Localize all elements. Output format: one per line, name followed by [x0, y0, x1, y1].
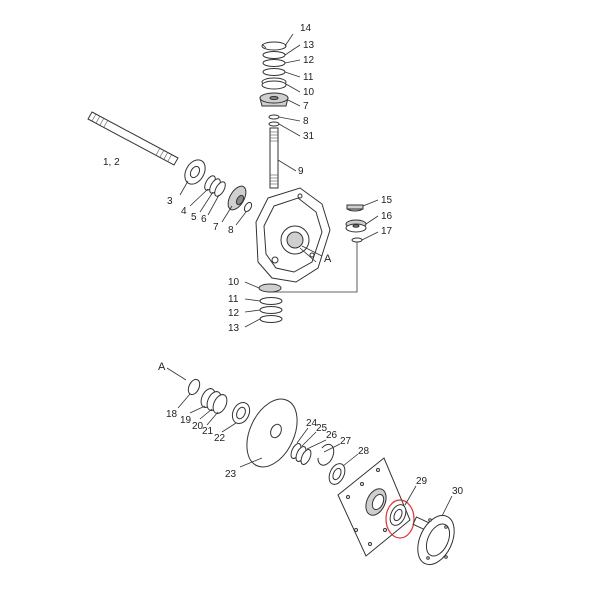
part-6-ring[interactable] — [213, 180, 228, 198]
part-23-disc[interactable] — [237, 391, 307, 475]
part-11-ring[interactable] — [262, 68, 286, 76]
part-11-lower-ring[interactable] — [259, 297, 283, 305]
part-7-gear[interactable] — [259, 92, 289, 107]
label-11: 11 — [303, 72, 314, 83]
part-flange-plate[interactable] — [337, 457, 411, 557]
label-18: 18 — [166, 409, 178, 420]
label-7: 7 — [303, 101, 309, 112]
label-10: 10 — [303, 87, 315, 98]
label-30: 30 — [452, 486, 464, 497]
label-20: 20 — [192, 421, 204, 432]
label-5: 5 — [191, 212, 197, 223]
label-26: 26 — [326, 430, 338, 441]
label-a-upper: A — [324, 253, 332, 265]
label-a-lower: A — [158, 361, 166, 373]
label-3: 3 — [167, 196, 173, 207]
part-27-snap-ring[interactable] — [317, 443, 335, 466]
part-15-cap[interactable] — [346, 204, 364, 212]
label-27: 27 — [340, 436, 352, 447]
part-17-o-ring[interactable] — [351, 237, 363, 243]
label-15: 15 — [381, 195, 393, 206]
gearbox-housing[interactable]: A — [255, 187, 332, 283]
part-8-washer[interactable] — [243, 201, 253, 213]
part-13-ring[interactable] — [262, 51, 286, 59]
part-22-bearing[interactable] — [229, 400, 253, 427]
part-29-bearing[interactable] — [387, 502, 409, 528]
part-3-bearing[interactable] — [181, 156, 210, 188]
label-17: 17 — [381, 226, 393, 237]
label-12: 12 — [303, 55, 315, 66]
label-29: 29 — [416, 476, 428, 487]
part-12-lower-ring[interactable] — [259, 306, 283, 314]
label-12-lower: 12 — [228, 308, 240, 319]
lower-assembly: A — [158, 361, 464, 571]
part-31-washer[interactable] — [268, 121, 280, 127]
part-12-ring[interactable] — [262, 59, 286, 67]
label-1-2: 1, 2 — [103, 157, 120, 168]
part-1-2-input-shaft[interactable] — [87, 111, 179, 166]
upper-shaft-stack: 14 13 12 11 10 7 8 31 9 — [259, 23, 315, 189]
part-21-ring[interactable] — [210, 392, 229, 415]
label-25: 25 — [316, 423, 328, 434]
label-13-lower: 13 — [228, 323, 240, 334]
label-21: 21 — [202, 426, 214, 437]
part-8-washer[interactable] — [268, 114, 280, 120]
lower-small-stack: 10 11 12 13 — [228, 277, 283, 334]
label-6: 6 — [201, 214, 207, 225]
label-7-input: 7 — [213, 222, 219, 233]
label-14: 14 — [300, 23, 312, 34]
label-11-lower: 11 — [228, 294, 239, 305]
part-28-bearing[interactable] — [326, 461, 348, 487]
part-14-snap-ring[interactable] — [261, 41, 287, 51]
part-13-lower-ring[interactable] — [259, 315, 283, 323]
part-7-bevel-gear[interactable] — [224, 183, 249, 213]
label-22: 22 — [214, 433, 226, 444]
part-16-bearing[interactable] — [345, 219, 367, 233]
part-26-ring[interactable] — [299, 448, 313, 466]
label-9: 9 — [298, 166, 304, 177]
highlight-circle-29 — [385, 499, 415, 539]
input-shaft-assembly: 1, 2 3 4 5 6 7 8 — [87, 111, 253, 236]
label-31: 31 — [303, 131, 315, 142]
part-10-lower-bearing[interactable] — [258, 283, 282, 293]
label-28: 28 — [358, 446, 370, 457]
label-24: 24 — [306, 418, 318, 429]
label-8-input: 8 — [228, 225, 234, 236]
label-4: 4 — [181, 206, 187, 217]
part-18-ring[interactable] — [186, 378, 202, 397]
label-16: 16 — [381, 211, 393, 222]
label-13: 13 — [303, 40, 315, 51]
label-10-lower: 10 — [228, 277, 240, 288]
label-23: 23 — [225, 469, 237, 480]
part-9-shaft[interactable] — [269, 127, 279, 189]
label-8: 8 — [303, 116, 309, 127]
right-side-parts: 15 16 17 — [268, 195, 393, 293]
part-30-output-flange[interactable] — [411, 510, 462, 571]
label-19: 19 — [180, 415, 192, 426]
